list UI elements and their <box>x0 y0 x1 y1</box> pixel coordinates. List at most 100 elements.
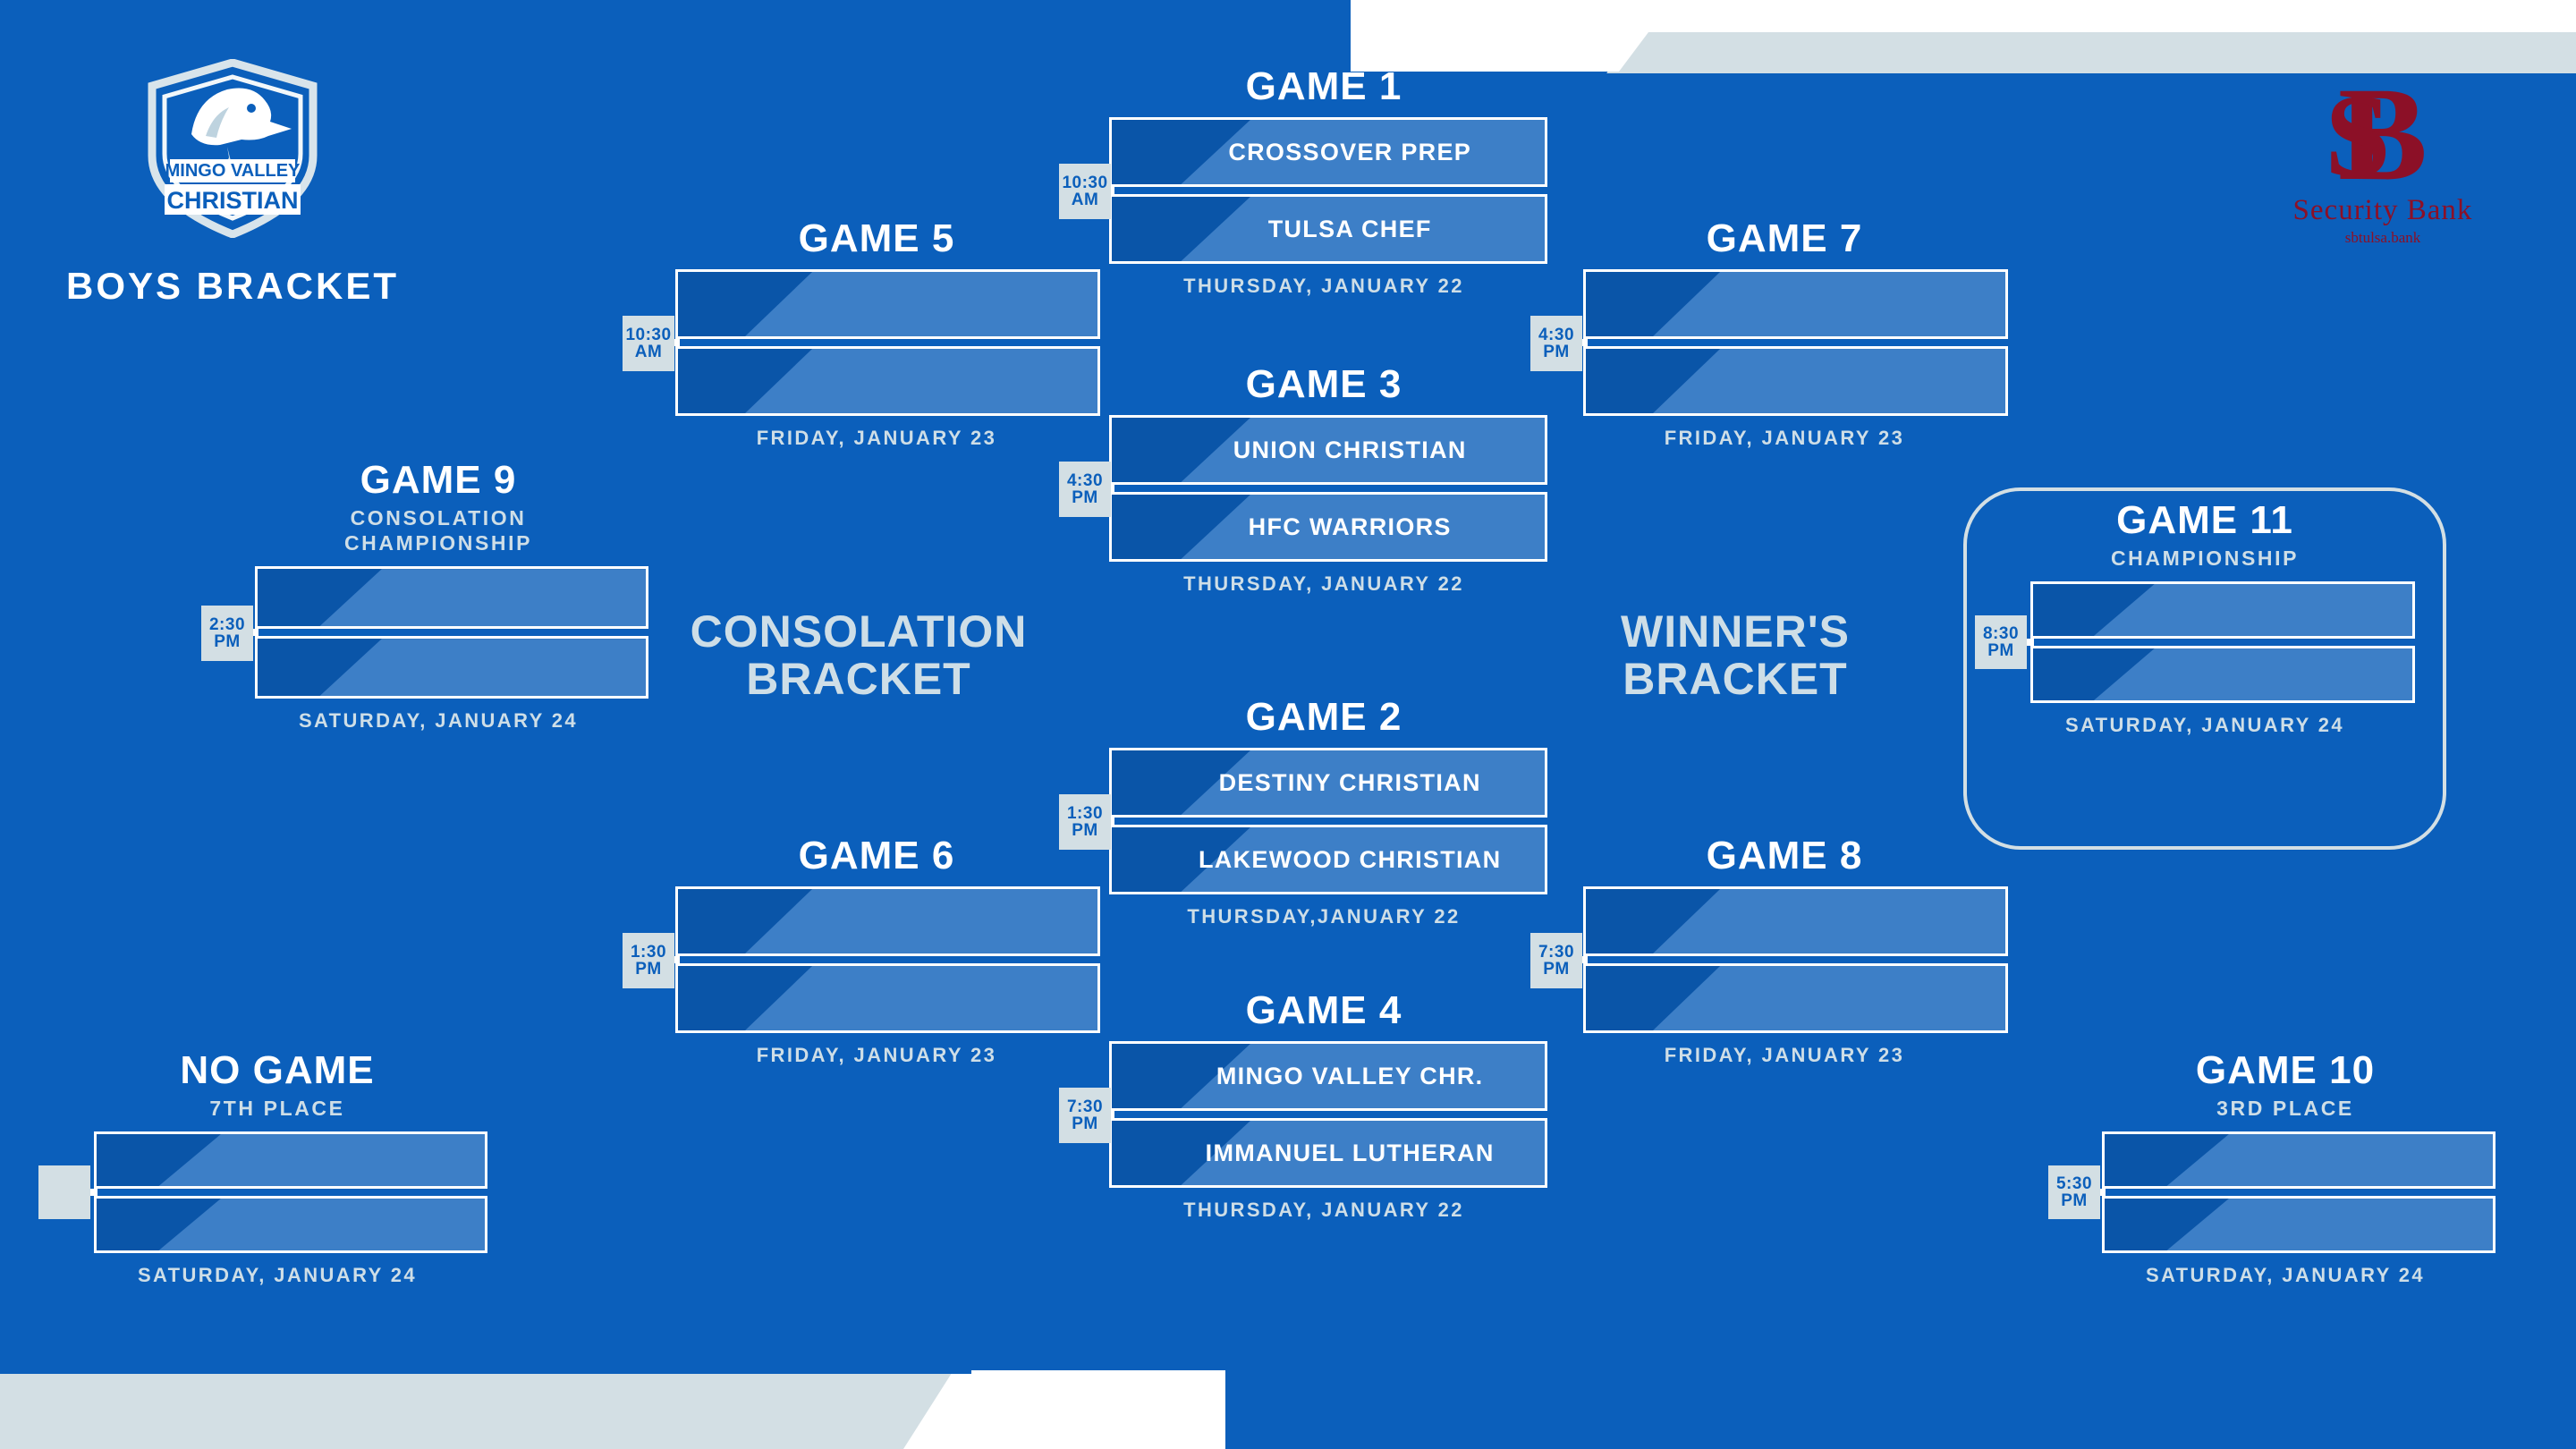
game-module-game-7[interactable]: GAME 7 4:30 PM FRIDAY, JANUARY 23 <box>1530 216 2008 450</box>
team-slot[interactable] <box>675 346 1100 416</box>
game-time-badge: 7:30 PM <box>1530 933 1582 988</box>
game-module-no-game[interactable]: NO GAME 7TH PLACE SATURDAY, JANUARY 24 <box>38 1051 487 1287</box>
team-slot[interactable]: CROSSOVER PREP <box>1109 117 1547 187</box>
logo-line1-text: MINGO VALLEY <box>165 161 301 181</box>
game-module-game-2[interactable]: GAME 2 DESTINY CHRISTIAN LAKEWOOD CHRIST… <box>1059 698 1547 928</box>
logo-line2-text: CHRISTIAN <box>167 187 299 214</box>
game-date: THURSDAY, JANUARY 22 <box>1183 1199 1464 1221</box>
game-subtitle: CHAMPIONSHIP <box>2110 547 2300 570</box>
team-slot[interactable]: MINGO VALLEY CHR. <box>1109 1041 1547 1111</box>
team-slot[interactable]: TULSA CHEF <box>1109 194 1547 264</box>
sb-monogram-icon: B S <box>2325 60 2428 208</box>
eagle-shield-icon: MINGO VALLEY CHRISTIAN <box>134 58 331 239</box>
game-time-badge: 4:30 PM <box>1059 462 1111 517</box>
game-date: FRIDAY, JANUARY 23 <box>756 427 997 449</box>
team-slot[interactable]: DESTINY CHRISTIAN <box>1109 748 1547 818</box>
team-slot[interactable]: UNION CHRISTIAN <box>1109 415 1547 485</box>
game-time: 2:30 <box>208 614 246 634</box>
team-slot[interactable]: HFC WARRIORS <box>1109 492 1547 562</box>
team-name: TULSA CHEF <box>1267 215 1432 242</box>
game-time: 8:30 <box>1982 623 2020 643</box>
game-subtitle-line1: CONSOLATION <box>350 506 527 530</box>
game-date: FRIDAY, JANUARY 23 <box>756 1044 997 1066</box>
team-slot[interactable] <box>1583 886 2008 956</box>
team-name: UNION CHRISTIAN <box>1233 436 1467 463</box>
game-time-badge: 2:30 PM <box>201 606 253 662</box>
game-module-game-1[interactable]: GAME 1 CROSSOVER PREP TULSA CHEF 10:30 A… <box>1059 67 1547 298</box>
team-slot[interactable] <box>1583 963 2008 1033</box>
game-module-game-5[interactable]: GAME 5 10:30 AM FRIDAY, JANUARY 23 <box>623 216 1100 450</box>
game-module-game-9[interactable]: GAME 9 CONSOLATION CHAMPIONSHIP 2:30 PM … <box>201 458 648 733</box>
corner-decoration-bottom-left-grey <box>0 1370 971 1449</box>
game-meridiem: PM <box>1543 343 1570 361</box>
game-time: 7:30 <box>1538 942 1575 962</box>
sponsor-url: sbtulsa.bank <box>2344 229 2421 246</box>
team-slot[interactable] <box>94 1131 487 1190</box>
game-time: 1:30 <box>1066 803 1104 823</box>
slot-diagonal-fill <box>319 639 646 697</box>
game-meridiem: PM <box>635 960 662 979</box>
game-title: GAME 10 <box>2195 1048 2376 1092</box>
slot-diagonal-fill <box>1181 827 1545 892</box>
slot-diagonal-fill <box>1653 272 2005 336</box>
game-date: THURSDAY,JANUARY 22 <box>1187 905 1461 928</box>
corner-decoration-bottom-left-wedge <box>903 1370 1225 1449</box>
team-slot[interactable] <box>675 269 1100 339</box>
game-module-game-10[interactable]: GAME 10 3RD PLACE 5:30 PM SATURDAY, JANU… <box>2048 1048 2496 1287</box>
game-title: GAME 5 <box>798 216 955 260</box>
game-date: SATURDAY, JANUARY 24 <box>298 709 579 733</box>
game-module-game-6[interactable]: GAME 6 1:30 PM FRIDAY, JANUARY 23 <box>623 834 1100 1067</box>
game-subtitle: 7TH PLACE <box>209 1097 345 1120</box>
winners-label-line2: BRACKET <box>1623 654 1848 704</box>
slot-diagonal-fill <box>2166 1199 2493 1251</box>
game-date: SATURDAY, JANUARY 24 <box>2145 1264 2426 1287</box>
game-subtitle-line2: CHAMPIONSHIP <box>343 531 533 555</box>
game-date: SATURDAY, JANUARY 24 <box>137 1264 418 1287</box>
game-meridiem: PM <box>1987 641 2014 661</box>
team-slot[interactable] <box>2030 646 2415 704</box>
game-module-game-8[interactable]: GAME 8 7:30 PM FRIDAY, JANUARY 23 <box>1530 836 2008 1067</box>
game-time-badge: 7:30 PM <box>1059 1088 1111 1143</box>
school-branding: MINGO VALLEY CHRISTIAN BOYS BRACKET <box>0 58 465 308</box>
game-time: 4:30 <box>1538 325 1575 344</box>
slot-diagonal-fill <box>1181 120 1545 184</box>
consolation-label-line2: BRACKET <box>746 654 971 704</box>
game-title: GAME 4 <box>1245 988 1402 1032</box>
game-time-badge: 10:30 AM <box>1059 164 1111 219</box>
slot-diagonal-fill <box>1181 1121 1545 1185</box>
game-module-game-11[interactable]: GAME 11 CHAMPIONSHIP 8:30 PM SATURDAY, J… <box>1975 501 2415 737</box>
team-slot[interactable]: IMMANUEL LUTHERAN <box>1109 1118 1547 1188</box>
team-slot[interactable] <box>1583 269 2008 339</box>
game-subtitle: CONSOLATION CHAMPIONSHIP <box>228 505 648 555</box>
game-time: 10:30 <box>625 325 672 344</box>
slot-diagonal-fill <box>2166 1134 2493 1187</box>
game-module-game-3[interactable]: GAME 3 UNION CHRISTIAN HFC WARRIORS 4:30… <box>1059 365 1547 596</box>
game-title: GAME 9 <box>360 458 517 502</box>
game-title: GAME 7 <box>1706 216 1863 260</box>
winners-bracket-label: WINNER'S BRACKET <box>1503 608 1968 703</box>
team-slot[interactable] <box>1583 346 2008 416</box>
team-slot[interactable] <box>255 636 648 699</box>
game-date: SATURDAY, JANUARY 24 <box>2064 714 2345 737</box>
team-name: HFC WARRIORS <box>1248 513 1452 540</box>
slot-diagonal-fill <box>2093 584 2412 637</box>
sponsor-logo: B S Security Bank sbtulsa.bank <box>2240 60 2526 247</box>
team-slot[interactable] <box>675 963 1100 1033</box>
slot-diagonal-fill <box>1181 1044 1545 1108</box>
team-slot[interactable] <box>2102 1131 2496 1190</box>
game-module-game-4[interactable]: GAME 4 MINGO VALLEY CHR. IMMANUEL LUTHER… <box>1059 988 1547 1222</box>
slot-diagonal-fill <box>1181 495 1545 559</box>
corner-decoration-top-right-white <box>1556 0 2576 32</box>
team-slot[interactable] <box>2030 581 2415 640</box>
slot-diagonal-fill <box>319 569 646 627</box>
game-title: GAME 6 <box>798 834 955 877</box>
slot-diagonal-fill <box>2093 648 2412 701</box>
team-slot[interactable] <box>2102 1196 2496 1254</box>
game-date: THURSDAY, JANUARY 22 <box>1183 572 1464 595</box>
slot-diagonal-fill <box>1181 197 1545 261</box>
team-slot[interactable] <box>675 886 1100 956</box>
game-time-badge: 1:30 PM <box>623 933 674 988</box>
team-slot[interactable]: LAKEWOOD CHRISTIAN <box>1109 825 1547 894</box>
team-slot[interactable] <box>255 566 648 630</box>
team-slot[interactable] <box>94 1196 487 1254</box>
